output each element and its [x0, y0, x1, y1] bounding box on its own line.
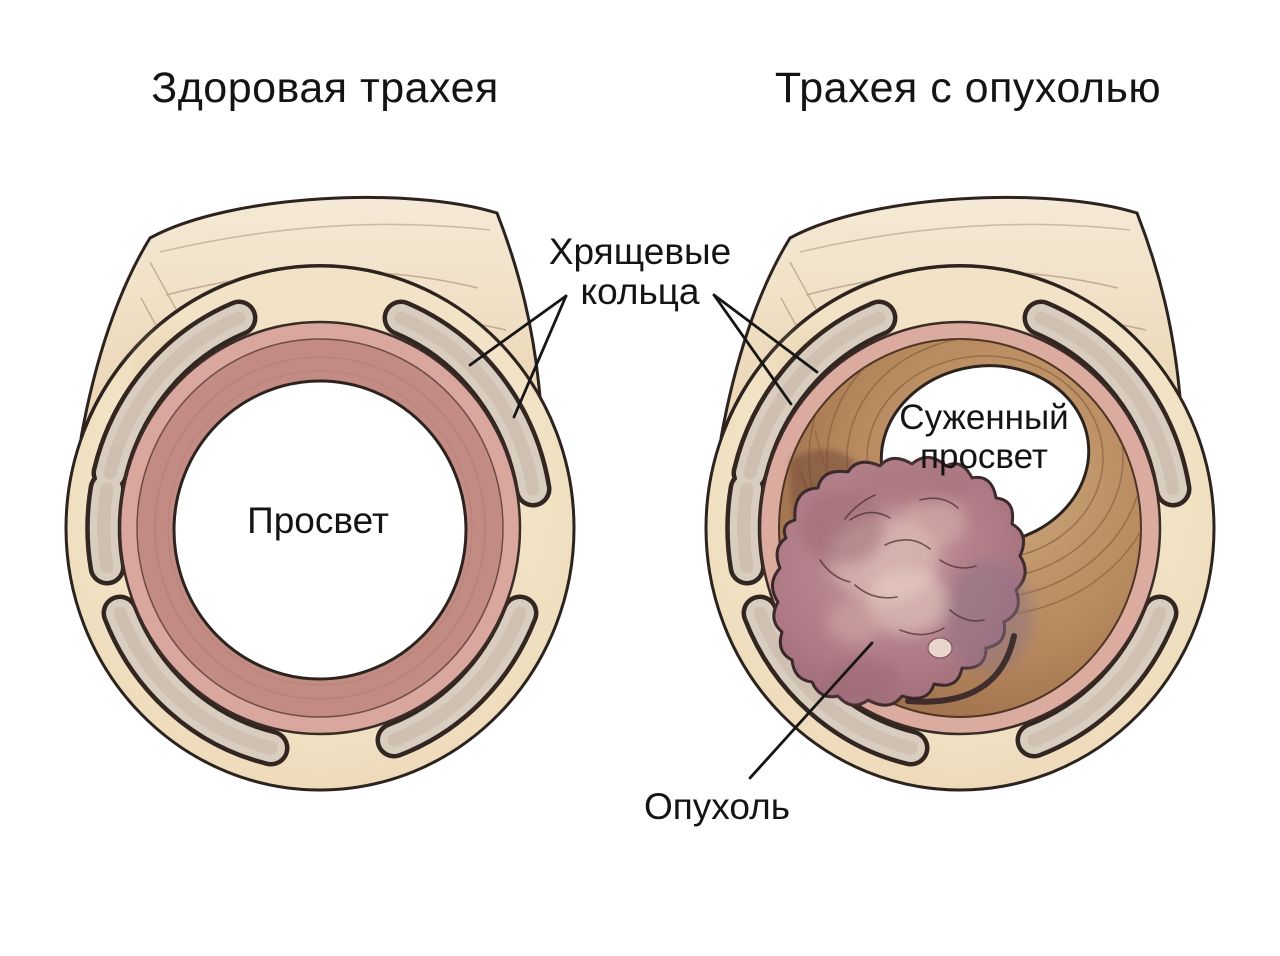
leader-line-tumor — [748, 641, 874, 780]
tumor-nodule — [927, 637, 953, 659]
healthy-mucosa-streaks — [154, 356, 486, 700]
cartilage-ring-segments-healthy — [85, 299, 552, 767]
label-cartilage-rings-line2: кольца — [580, 271, 700, 312]
tumor-bottom-shadow — [905, 633, 1017, 705]
label-cartilage-rings: Хрящевые кольца — [549, 232, 731, 312]
leader-line-cartilage-left-2 — [512, 294, 568, 419]
panel-title-healthy: Здоровая трахея — [151, 64, 499, 112]
label-narrowed-lumen: Суженный просвет — [899, 398, 1068, 476]
tumor-trachea-illustration — [704, 195, 1216, 792]
tumor-texture — [801, 466, 1032, 705]
leader-line-cartilage-right-1 — [712, 293, 819, 374]
leader-line-cartilage-left-1 — [468, 294, 568, 367]
panel-title-tumor: Трахея с опухолью — [774, 64, 1162, 112]
healthy-trachea-illustration — [64, 195, 576, 792]
label-cartilage-rings-line1: Хрящевые — [548, 231, 732, 272]
leader-line-cartilage-right-2 — [712, 293, 793, 406]
label-narrowed-lumen-line1: Суженный — [899, 398, 1069, 437]
label-tumor: Опухоль — [643, 786, 791, 827]
healthy-lumen-area — [172, 379, 468, 681]
leader-lines — [468, 293, 874, 780]
label-narrowed-lumen-line2: просвет — [920, 437, 1048, 476]
label-lumen: Просвет — [247, 500, 389, 541]
